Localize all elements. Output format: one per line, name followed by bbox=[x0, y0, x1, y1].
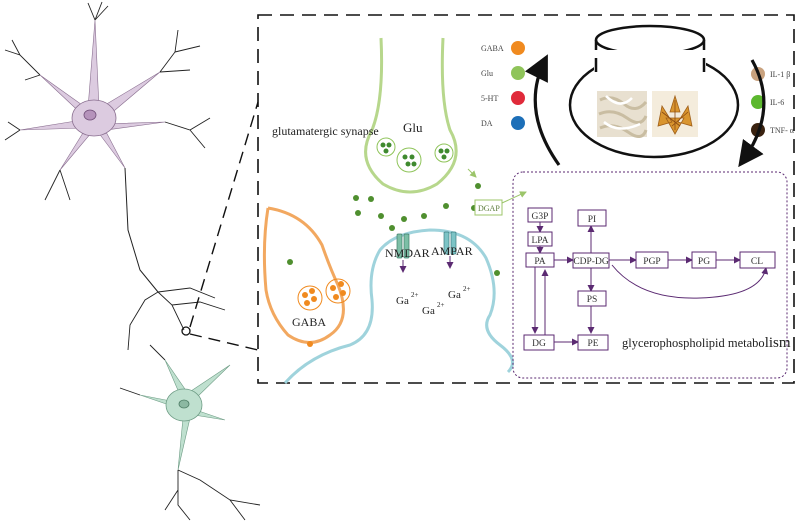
svg-text:2+: 2+ bbox=[411, 291, 419, 299]
cycle-arrows bbox=[524, 54, 766, 168]
legend-right-label-2: TNF- α bbox=[770, 126, 795, 135]
gaba-vesicles bbox=[302, 281, 346, 347]
node-dg-label: DG bbox=[532, 339, 546, 349]
node-pgp bbox=[635, 251, 669, 269]
node-pg bbox=[691, 251, 717, 269]
legend-left-dot-1 bbox=[511, 66, 525, 80]
legend-left-label-2: 5-HT bbox=[481, 94, 498, 103]
nmdar-receptor bbox=[396, 233, 410, 273]
ampar-receptor bbox=[443, 231, 457, 269]
herb-pot-illustration bbox=[568, 24, 740, 159]
svg-text:glycerophospholipid metabolism: glycerophospholipid metabolism bbox=[622, 335, 791, 351]
legend-neurotransmitters: GABA Glu 5-HT DA bbox=[481, 41, 525, 130]
node-pa-label: PA bbox=[534, 257, 545, 267]
legend-right-label-0: IL-1 β bbox=[770, 70, 790, 79]
node-cdpdg-label: CDP-DG bbox=[573, 257, 609, 267]
node-ps-label: PS bbox=[587, 295, 598, 305]
node-pe-label: PE bbox=[587, 339, 598, 349]
herb-image-2 bbox=[652, 91, 698, 137]
svg-text:2+: 2+ bbox=[463, 285, 471, 293]
node-pg-label: PG bbox=[698, 257, 710, 267]
gaba-terminal bbox=[262, 206, 351, 344]
legend-left-dot-3 bbox=[511, 116, 525, 130]
nmdar-label: NMDAR bbox=[385, 246, 430, 260]
node-cdpdg bbox=[572, 252, 610, 269]
svg-text:Ga: Ga bbox=[422, 305, 435, 317]
node-cl-label: CL bbox=[751, 257, 763, 267]
ga-label-3: Ga 2+ bbox=[448, 285, 471, 301]
legend-left-dot-2 bbox=[511, 91, 525, 105]
legend-left-label-3: DA bbox=[481, 119, 493, 128]
zoom-indicator bbox=[181, 101, 259, 351]
legend-left-dot-0 bbox=[511, 41, 525, 55]
node-lpa bbox=[527, 231, 553, 247]
postsynaptic-membrane bbox=[283, 228, 514, 384]
node-cl bbox=[739, 251, 776, 269]
node-pi bbox=[577, 209, 607, 227]
pathway-node-labels: G3P LPA PA DG PI CDP-DG PS PE PGP PG CL bbox=[531, 212, 763, 349]
herb-image-1 bbox=[597, 91, 648, 138]
axon-branches bbox=[127, 287, 226, 351]
pathway-title: glycerophospholipid metabolism bbox=[622, 335, 791, 351]
node-g3p bbox=[527, 207, 553, 223]
node-pi-label: PI bbox=[588, 215, 596, 225]
neuron-top bbox=[4, 1, 211, 293]
node-dg bbox=[523, 334, 555, 351]
svg-text:Ga: Ga bbox=[448, 289, 461, 301]
node-lpa-label: LPA bbox=[531, 236, 548, 246]
ampar-label: AMPAR bbox=[431, 244, 473, 258]
glu-vesicles bbox=[380, 142, 450, 167]
legend-right-label-1: IL-6 bbox=[770, 98, 784, 107]
node-pa bbox=[525, 252, 555, 268]
node-g3p-label: G3P bbox=[532, 212, 549, 222]
pathway-nodes bbox=[523, 207, 776, 351]
node-pgp-label: PGP bbox=[643, 257, 660, 267]
glu-released bbox=[287, 183, 500, 276]
gaba-terminal-label: GABA bbox=[292, 315, 326, 329]
svg-text:Ga: Ga bbox=[396, 295, 409, 307]
glutamatergic-terminal bbox=[364, 37, 458, 194]
svg-text:DGAP: DGAP bbox=[478, 204, 500, 213]
legend-left-label-1: Glu bbox=[481, 69, 493, 78]
node-ps bbox=[577, 290, 607, 307]
synapse-label: glutamatergic synapse bbox=[272, 124, 379, 138]
neuron-bottom bbox=[119, 344, 261, 521]
pathway-edges bbox=[531, 222, 769, 346]
svg-text:2+: 2+ bbox=[437, 301, 445, 309]
glu-label: Glu bbox=[403, 120, 423, 135]
ga-label-2: Ga 2+ bbox=[422, 301, 445, 317]
node-pe bbox=[577, 334, 609, 351]
dgap-node: DGAP bbox=[467, 168, 527, 216]
ga-label-1: Ga 2+ bbox=[396, 291, 419, 307]
legend-right-dot-1 bbox=[751, 95, 765, 109]
legend-left-label-0: GABA bbox=[481, 44, 504, 53]
zoom-frame bbox=[257, 14, 795, 384]
pathway-box bbox=[512, 171, 788, 379]
